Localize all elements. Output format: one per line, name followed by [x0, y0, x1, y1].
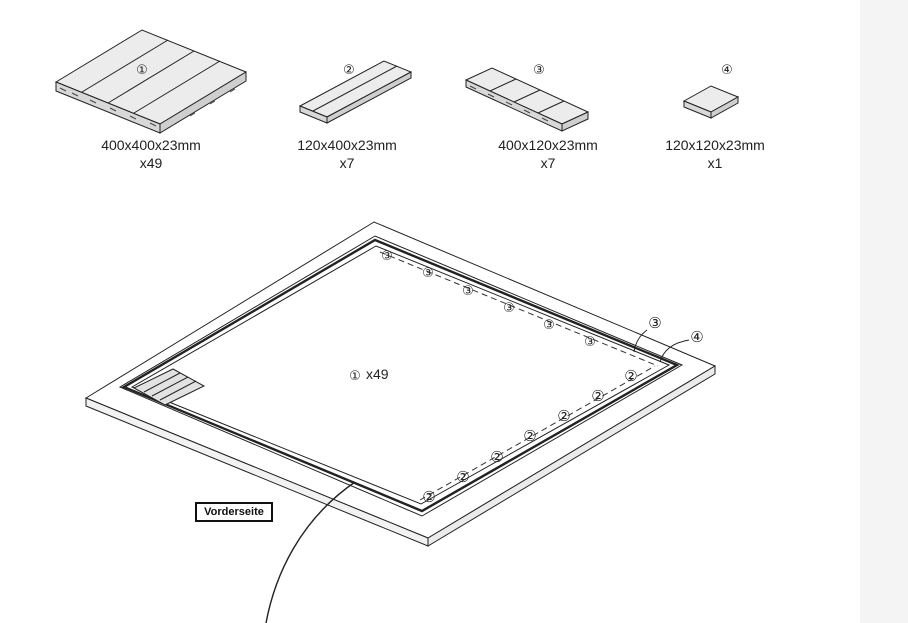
center-marker: ① — [349, 368, 361, 383]
callout-line-3 — [633, 329, 648, 353]
callout-marker-3: ③ — [648, 315, 661, 332]
marker-2: ② — [523, 428, 536, 445]
part-1-tile-drawing — [54, 29, 248, 134]
part-4-tile-drawing — [682, 85, 740, 119]
callout-marker-4: ④ — [690, 329, 703, 346]
dashed-row-3 — [379, 251, 659, 367]
part-1-qty: x49 — [139, 155, 163, 171]
front-side-label: Vorderseite — [195, 502, 273, 522]
part-2-tile-drawing — [298, 60, 413, 124]
right-sidebar — [860, 0, 908, 623]
marker-3: ③ — [503, 300, 515, 315]
marker-3: ③ — [584, 334, 596, 349]
marker-2: ② — [591, 388, 604, 405]
part-2-qty: x7 — [339, 155, 355, 171]
deck-frame — [118, 235, 684, 517]
callout-line-4 — [659, 339, 690, 363]
marker-2: ② — [624, 368, 637, 385]
part-3-tile-drawing — [464, 67, 590, 132]
diagram-svg: ① ② ③ ④ — [54, 29, 740, 623]
part-1-number: ① — [136, 62, 148, 77]
base-platform — [84, 221, 717, 547]
marker-2: ② — [557, 408, 570, 425]
front-pointer-line — [265, 481, 356, 623]
part-2-number: ② — [343, 62, 355, 77]
part-3-size: 400x120x23mm — [498, 137, 598, 153]
part-1-size: 400x400x23mm — [101, 137, 201, 153]
corner-tiles — [132, 368, 206, 406]
assembly-diagram: ① ② ③ ④ — [54, 29, 765, 623]
dashed-row-2 — [419, 365, 656, 501]
center-count: x49 — [366, 366, 389, 382]
marker-3: ③ — [543, 317, 555, 332]
marker-3: ③ — [462, 283, 474, 298]
part-3-number: ③ — [533, 62, 545, 77]
markers-3: ③ ③ ③ ③ ③ ③ — [381, 248, 596, 349]
marker-2: ② — [456, 469, 469, 486]
marker-2: ② — [422, 489, 435, 506]
marker-3: ③ — [422, 265, 434, 280]
marker-2: ② — [490, 449, 503, 466]
markers-2: ② ② ② ② ② ② ② — [422, 368, 637, 506]
part-3-qty: x7 — [540, 155, 556, 171]
part-4-number: ④ — [721, 62, 733, 77]
part-2-size: 120x400x23mm — [297, 137, 397, 153]
part-4-qty: x1 — [707, 155, 723, 171]
marker-3: ③ — [381, 248, 393, 263]
part-4-size: 120x120x23mm — [665, 137, 765, 153]
